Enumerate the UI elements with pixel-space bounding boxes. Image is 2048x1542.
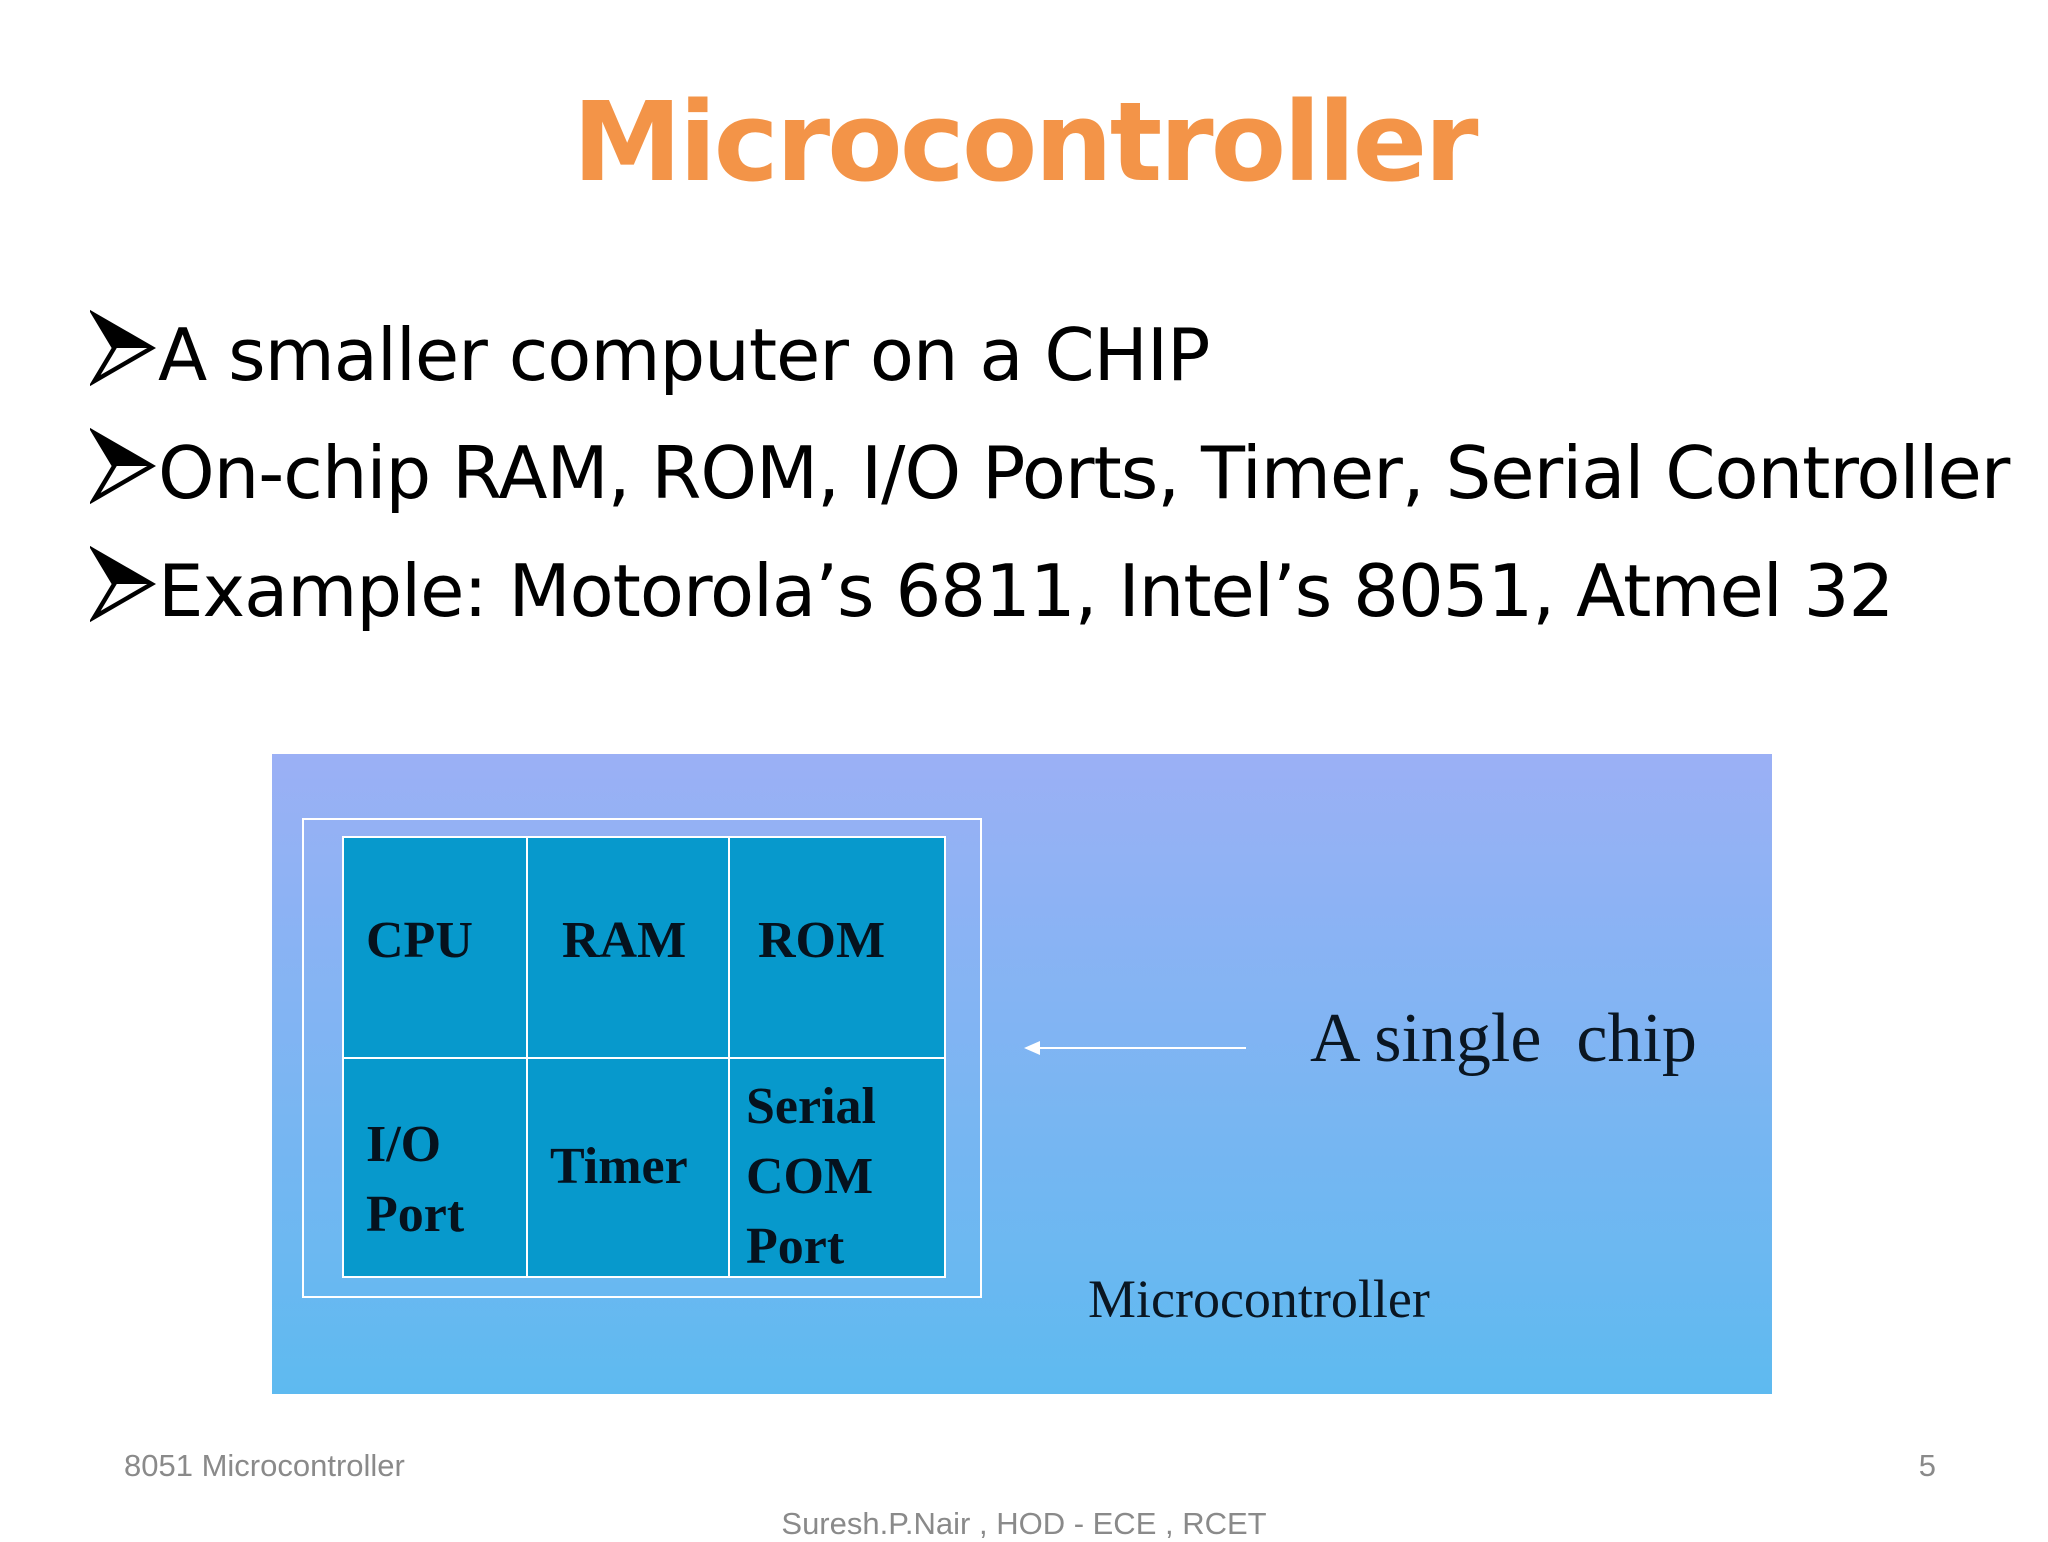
footer-course-title: 8051 Microcontroller [124,1448,405,1483]
chip-outline [302,818,982,1298]
com-label: COM [746,1148,874,1205]
ram-label: RAM [562,912,687,969]
cpu-label: CPU [366,912,473,969]
grid-divider [344,1057,944,1059]
cpu-block: CPU [366,906,473,976]
bullet-text: A smaller computer on a CHIP [158,313,1210,397]
ram-block: RAM [562,906,686,976]
chip-block-grid: CPU RAM ROM I/O Port Timer Serial COM Po… [342,836,946,1278]
rom-label: ROM [758,912,886,969]
serial-label: Serial [746,1078,876,1135]
arrow-bullet-icon [90,309,156,387]
io-port-block: I/O Port [366,1110,464,1250]
arrow-bullet-icon [90,427,156,505]
bullet-item: On-chip RAM, ROM, I/O Ports, Timer, Seri… [90,418,2010,536]
single-chip-caption: A single chip [1310,1000,1697,1077]
bullet-item: Example: Motorola’s 6811, Intel’s 8051, … [90,536,2009,654]
footer-author: Suresh.P.Nair , HOD - ECE , RCET [781,1506,1267,1541]
serial-port-label: Port [746,1218,845,1275]
page-number: 5 [1918,1448,1936,1483]
timer-label: Timer [550,1138,688,1195]
bullet-text: On-chip RAM, ROM, I/O Ports, Timer, Seri… [158,431,2010,515]
io-port-label: Port [366,1186,465,1243]
bullet-text: Example: Motorola’s 6811, Intel’s 8051, … [158,549,1894,633]
bullet-list: A smaller computer on a CHIP On-chip RAM… [90,300,2010,654]
serial-com-port-block: Serial COM Port [746,1072,876,1282]
timer-block: Timer [550,1132,688,1202]
left-arrow-icon [1024,1041,1246,1055]
bullet-item: A smaller computer on a CHIP [90,300,2009,418]
rom-block: ROM [758,906,885,976]
microcontroller-label: Microcontroller [1088,1269,1430,1329]
microcontroller-diagram: CPU RAM ROM I/O Port Timer Serial COM Po… [272,754,1772,1394]
arrow-bullet-icon [90,545,156,623]
slide-title: Microcontroller [572,78,1479,206]
io-label: I/O [366,1116,442,1173]
